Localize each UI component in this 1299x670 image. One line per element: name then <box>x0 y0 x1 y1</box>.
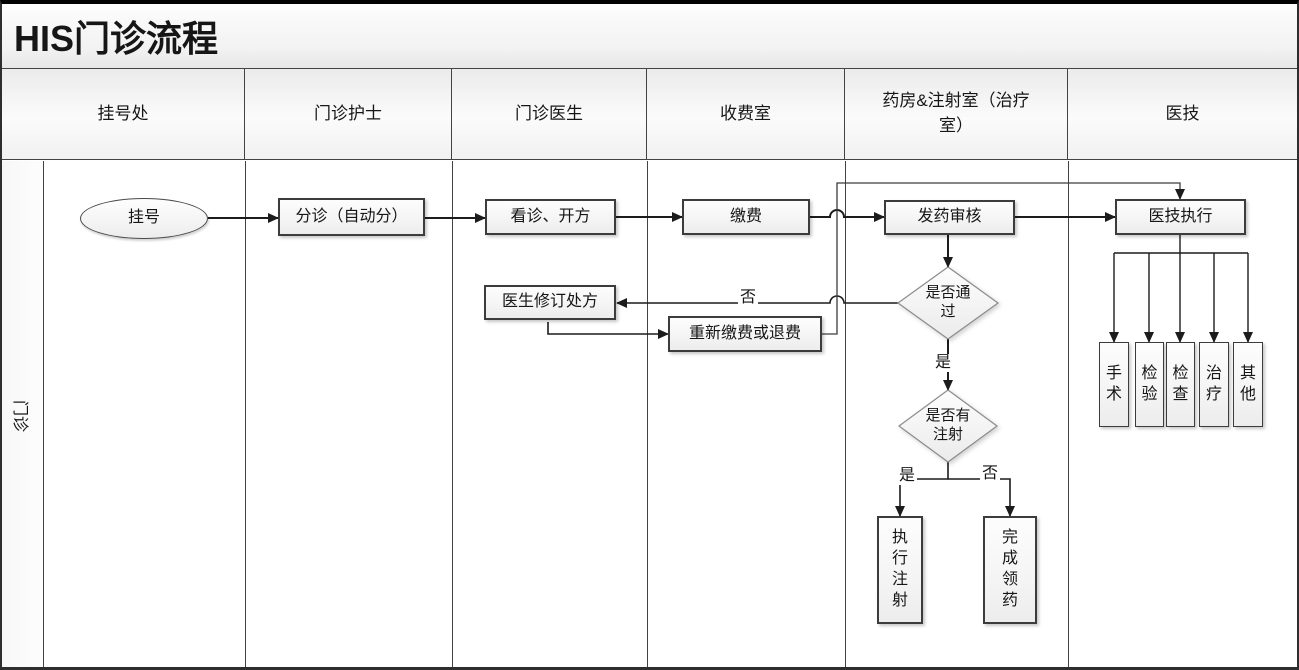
pass-check-label: 是否通 过 <box>925 284 971 320</box>
outpatient-band: 门诊 <box>2 161 44 667</box>
lane-divider-1 <box>245 161 246 667</box>
revise-rx-node: 医生修订处方 <box>484 285 616 320</box>
injection-check-diamond <box>897 389 999 463</box>
lane-divider-4 <box>845 161 846 667</box>
lane-header-outpatient-nurse: 门诊护士 <box>245 69 452 159</box>
lane-header-outpatient-doctor: 门诊医生 <box>452 69 647 159</box>
edge-revise-rx-to-repay-refund <box>547 322 669 339</box>
treatment-node: 治 疗 <box>1199 342 1229 427</box>
injection-no-label: 否 <box>980 465 1001 484</box>
lane-divider-3 <box>647 161 648 667</box>
edge-injection-yes-to-do-injection <box>895 462 949 517</box>
edge-injection-no-to-finish-pickup <box>948 478 1015 517</box>
consult-node: 看诊、开方 <box>485 199 616 235</box>
other-node: 其 他 <box>1233 342 1263 427</box>
pass-yes-label: 是 <box>933 354 954 373</box>
exam-node: 检 查 <box>1166 342 1195 427</box>
medtech-exec-node: 医技执行 <box>1115 199 1246 235</box>
diagram-body: 门诊 <box>2 161 1297 667</box>
lane-header-pharmacy-injection: 药房&注射室（治疗 室） <box>845 69 1068 159</box>
swimlane-header-row: 挂号处 门诊护士 门诊医生 收费室 药房&注射室（治疗 室） 医技 <box>2 68 1297 160</box>
lane-header-medtech: 医技 <box>1165 103 1200 123</box>
pass-no-label: 否 <box>738 289 759 308</box>
lab-test-node: 检 验 <box>1135 342 1164 427</box>
lane-divider-5 <box>1068 161 1069 667</box>
edge-repay-refund-to-medtech-exec <box>822 182 1185 335</box>
dispense-review-node: 发药审核 <box>884 200 1015 235</box>
do-injection-node: 执 行 注 射 <box>877 516 923 624</box>
connector-layer <box>208 182 1253 517</box>
repay-refund-node: 重新缴费或退费 <box>668 316 822 352</box>
surgery-node: 手 术 <box>1099 342 1129 427</box>
diagram-title: HIS门诊流程 <box>14 18 219 59</box>
pay-node: 缴费 <box>682 199 810 235</box>
finish-pickup-node: 完 成 领 药 <box>983 516 1037 624</box>
pass-check-diamond <box>896 266 1000 340</box>
lane-header-registration: 挂号处 <box>2 69 245 159</box>
triage-node: 分诊（自动分） <box>278 198 425 236</box>
register-node: 挂号 <box>80 198 208 239</box>
edge-pay-to-dispense-review <box>810 209 885 222</box>
lane-divider-2 <box>452 161 453 667</box>
lane-header-cashier: 收费室 <box>647 69 845 159</box>
injection-yes-label: 是 <box>897 467 918 486</box>
title-bar: HIS门诊流程 <box>2 4 1297 68</box>
injection-check-label: 是否有 注射 <box>925 407 971 443</box>
